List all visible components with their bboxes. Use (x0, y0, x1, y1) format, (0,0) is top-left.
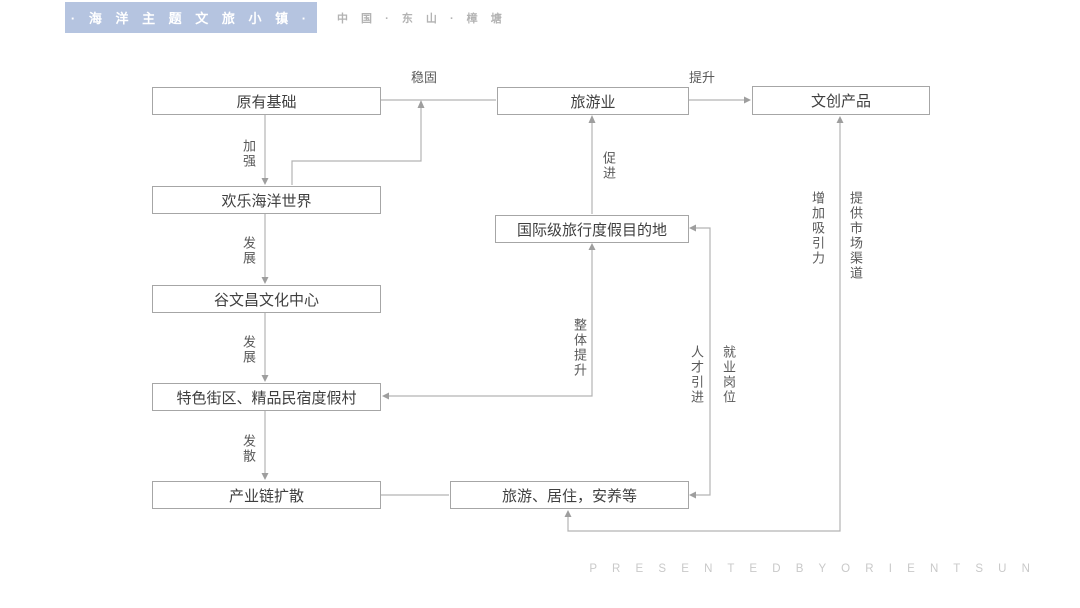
header-subtitle: 中 国 · 东 山 · 樟 塘 (337, 12, 507, 25)
edge-label-provide-market-channels: 提供市场渠道 (848, 191, 863, 281)
arrowhead-left (382, 392, 389, 400)
edge-stabilize (291, 108, 422, 185)
arrowhead-down (261, 375, 269, 382)
edge-label-increase-attractiveness: 增加吸引力 (810, 191, 825, 266)
arrowhead-up (564, 510, 572, 517)
arrowhead-left (689, 491, 696, 499)
arrowhead-down (261, 277, 269, 284)
page-title: · 海 洋 主 题 文 旅 小 镇 · (70, 11, 312, 26)
node-international-resort-destination: 国际级旅行度假目的地 (495, 215, 689, 243)
edge-label-diverge: 发散 (241, 434, 256, 464)
node-industry-chain-expansion: 产业链扩散 (152, 481, 381, 509)
arrowhead-down (261, 473, 269, 480)
edge-label-overall-improvement: 整体提升 (572, 318, 587, 378)
edge-label-develop-1: 发展 (241, 236, 256, 266)
edge-talent-employment (696, 227, 711, 496)
node-tourism-industry: 旅游业 (497, 87, 689, 115)
node-cultural-creative-products: 文创产品 (752, 86, 930, 115)
edge-attractiveness-market (567, 123, 841, 532)
edge-label-develop-2: 发展 (241, 335, 256, 365)
edge-label-employment-positions: 就业岗位 (721, 345, 736, 405)
arrowhead-up (588, 115, 596, 123)
arrowhead-up (836, 116, 844, 123)
presented-by-credit: P R E S E N T E D B Y O R I E N T S U N (589, 563, 1036, 575)
edge-overall-improvement (389, 250, 593, 397)
arrowhead-down (261, 178, 269, 185)
node-featured-blocks-homestay: 特色街区、精品民宿度假村 (152, 383, 381, 411)
arrowhead-right (744, 96, 751, 104)
arrowhead-up (588, 243, 596, 250)
arrowhead-left (689, 224, 696, 232)
node-original-foundation: 原有基础 (152, 87, 381, 115)
node-tourism-living-care: 旅游、居住，安养等 (450, 481, 689, 509)
edge-label-talent-introduction: 人才引进 (689, 345, 704, 405)
edge-label-enhance: 提升 (688, 70, 715, 85)
node-happy-ocean-world: 欢乐海洋世界 (152, 186, 381, 214)
edge-label-stabilize: 稳固 (410, 70, 437, 85)
edge-label-promote: 促进 (601, 151, 616, 181)
header-band: · 海 洋 主 题 文 旅 小 镇 · (65, 2, 317, 33)
node-guwenchang-cultural-center: 谷文昌文化中心 (152, 285, 381, 313)
arrowhead-up (417, 100, 425, 108)
edge-label-strengthen: 加强 (241, 139, 256, 169)
